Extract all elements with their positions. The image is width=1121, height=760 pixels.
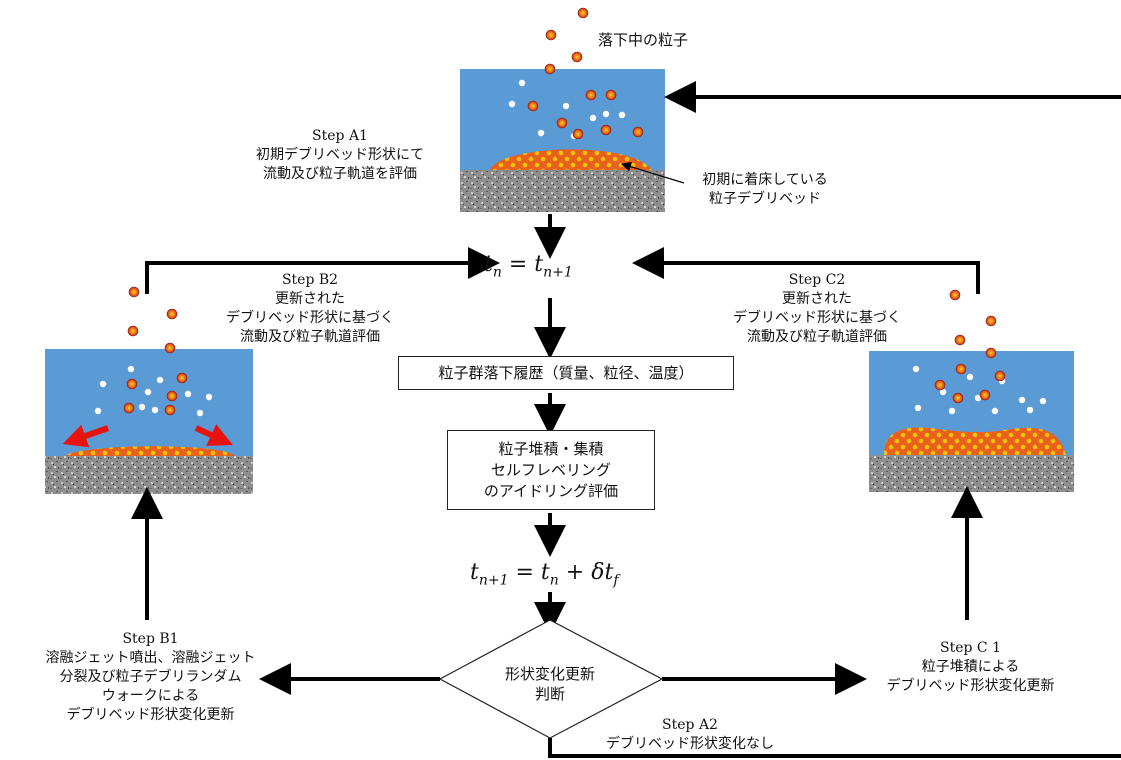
step-c1-label: Step C 1 粒子堆積による デブリベッド形状変化更新	[886, 640, 1055, 694]
bubble	[912, 365, 920, 373]
falling-particle	[934, 379, 946, 391]
falling-particle	[585, 89, 597, 101]
falling-particle	[985, 347, 997, 359]
falling-particle	[164, 342, 176, 354]
falling-particle	[571, 51, 583, 63]
debris-bed	[884, 427, 1066, 455]
falling-particle	[544, 63, 556, 75]
bubble	[948, 407, 956, 415]
falling-particle	[632, 126, 644, 138]
bubble	[184, 390, 192, 398]
falling-particle	[955, 363, 967, 375]
deposition-evaluation-box: 粒子堆積・集積 セルフレベリング のアイドリング評価	[447, 430, 655, 510]
falling-particle	[985, 315, 997, 327]
falling-particle	[166, 390, 178, 402]
arrow-a2-loop-bottom	[548, 738, 1121, 758]
particle-history-box: 粒子群落下履歴（質量、粒径、温度）	[398, 356, 734, 390]
bubble	[151, 406, 159, 414]
falling-particle	[126, 378, 138, 390]
falling-particle	[166, 308, 178, 320]
panel-c2	[869, 351, 1074, 492]
falling-particle	[577, 7, 589, 19]
floor	[869, 455, 1074, 492]
bubble	[1018, 396, 1026, 404]
falling-particle	[949, 289, 961, 301]
falling-particle	[128, 286, 140, 298]
falling-particle	[164, 404, 176, 416]
initial-bed-label: 初期に着床している 粒子デブリベッド	[702, 172, 828, 207]
falling-particle	[994, 370, 1006, 382]
falling-particle	[127, 325, 139, 337]
step-a2-label: Step A2 デブリベッド形状変化なし	[606, 717, 774, 752]
falling-particle	[545, 29, 557, 41]
bubble	[508, 100, 516, 108]
step-c2-label: Step C2 更新された デブリベッド形状に基づく 流動及び粒子軌道評価	[733, 272, 901, 345]
floor	[460, 170, 665, 212]
arrow-b2-to-tn	[145, 247, 500, 294]
falling-particle	[954, 334, 966, 346]
bubble	[127, 365, 135, 373]
falling-particle	[176, 372, 188, 384]
debris-bed	[490, 149, 652, 170]
falling-particle	[123, 402, 135, 414]
step-b1-label: Step B1 溶融ジェット噴出、溶融ジェット 分裂及び粒子デブリランダム ウォ…	[45, 631, 256, 723]
panel-a1	[460, 69, 665, 212]
panel-b2	[45, 349, 253, 494]
bubble	[99, 380, 107, 388]
falling-particle	[952, 392, 964, 404]
falling-particle	[605, 89, 617, 101]
falling-particle	[527, 100, 539, 112]
bubble	[537, 129, 545, 137]
spread-arrow-right	[194, 424, 233, 446]
bubble	[966, 373, 974, 381]
step-a1-label: Step A1 初期デブリベッド形状にて 流動及び粒子軌道を評価	[256, 128, 424, 182]
bubble	[138, 403, 146, 411]
falling-particle	[556, 117, 568, 129]
equation-time-step: tn+1 = tn + δtf	[470, 560, 619, 589]
bubble	[156, 376, 164, 384]
bubble	[602, 110, 610, 118]
flow-arrows	[131, 81, 1121, 758]
decision-label: 形状変化更新 判断	[504, 665, 595, 703]
falling-particle	[572, 128, 584, 140]
particles	[94, 7, 1047, 417]
bubble	[618, 111, 626, 119]
bubble	[939, 388, 947, 396]
initial-bed-pointer	[621, 161, 685, 184]
bubble	[1039, 397, 1047, 405]
bubble	[1026, 406, 1034, 414]
bubble	[914, 404, 922, 412]
arrow-c2-to-tn	[632, 247, 980, 294]
bubble	[94, 407, 102, 415]
step-b2-label: Step B2 更新された デブリベッド形状に基づく 流動及び粒子軌道評価	[226, 272, 394, 345]
spread-arrow-left	[62, 424, 109, 448]
debris-bed	[65, 446, 235, 456]
bubble	[518, 79, 526, 87]
bubble	[991, 407, 999, 415]
bubble	[205, 393, 213, 401]
bubble	[589, 114, 597, 122]
falling-particle	[600, 124, 612, 136]
decision-diamond	[438, 619, 664, 739]
equation-time-reset: tn = tn+1	[484, 252, 573, 281]
bubble	[562, 102, 570, 110]
bubble	[196, 409, 204, 417]
bubble	[144, 388, 152, 396]
falling-particle	[979, 389, 991, 401]
bubble	[974, 394, 982, 402]
floor	[45, 456, 253, 494]
falling-particles-label: 落下中の粒子	[598, 31, 689, 49]
